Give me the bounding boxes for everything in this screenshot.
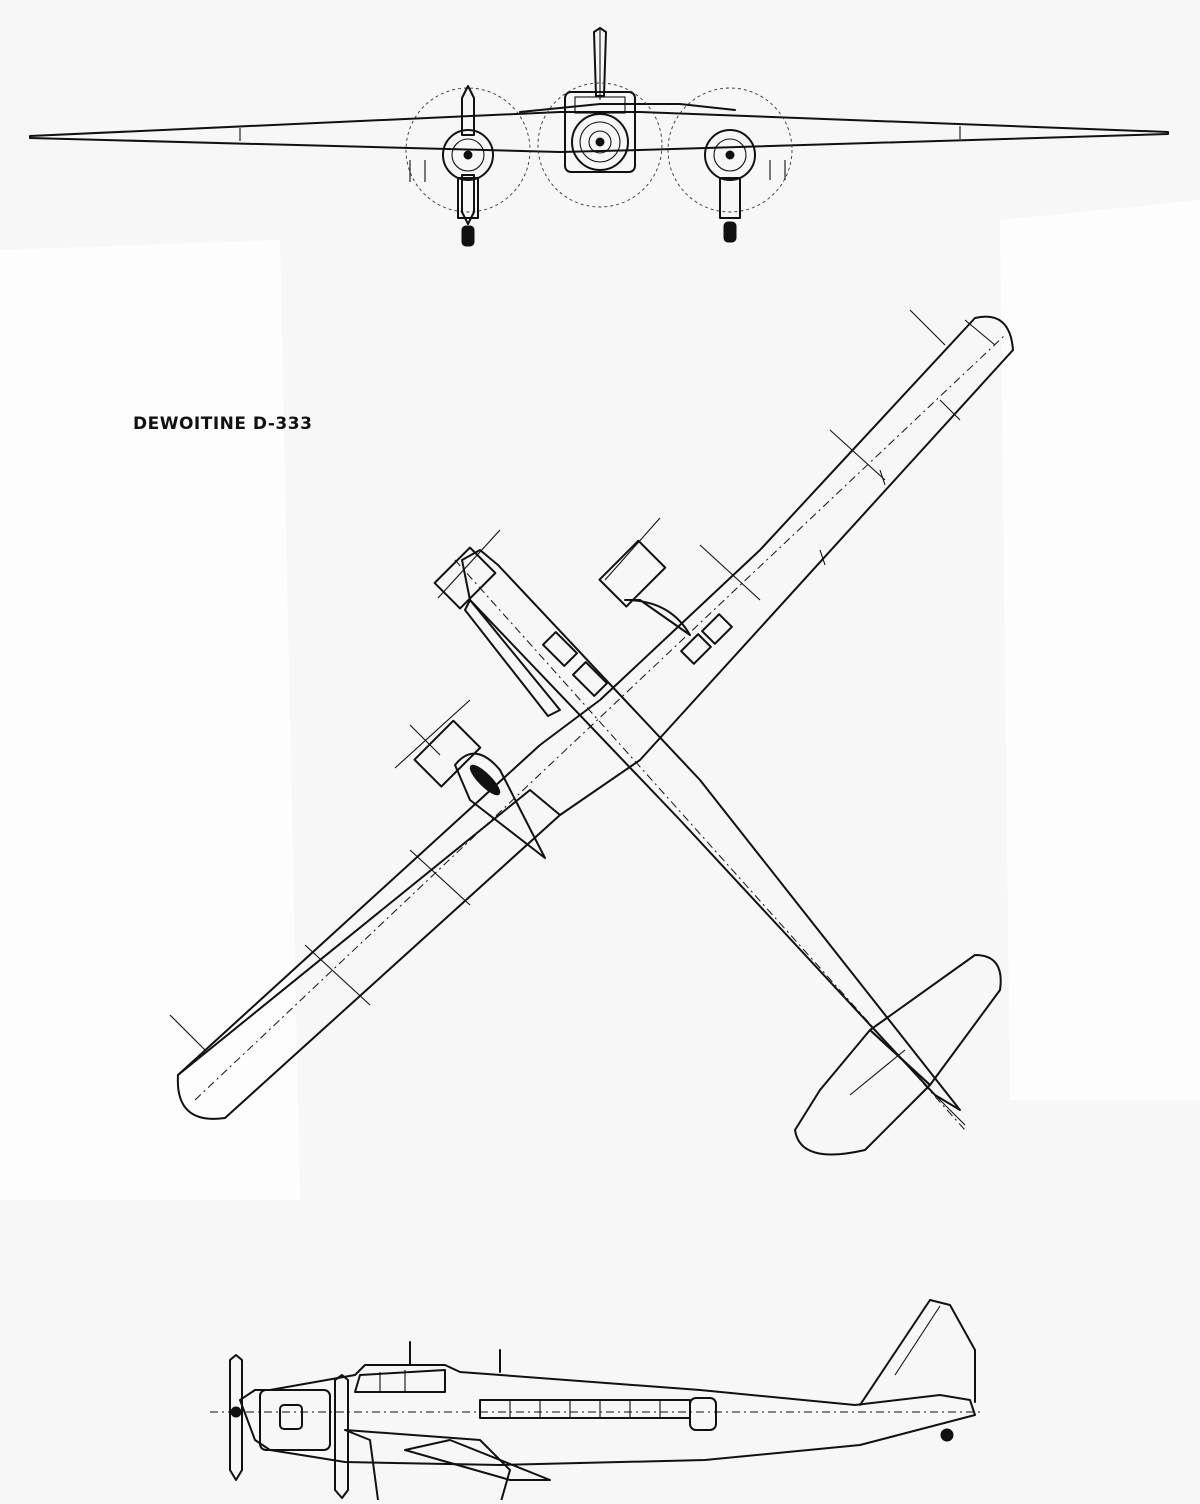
plan-view — [169, 309, 1014, 1156]
front-view — [29, 27, 1169, 247]
side-view — [210, 1299, 980, 1504]
drawing-title: DEWOITINE D-333 — [133, 414, 313, 434]
